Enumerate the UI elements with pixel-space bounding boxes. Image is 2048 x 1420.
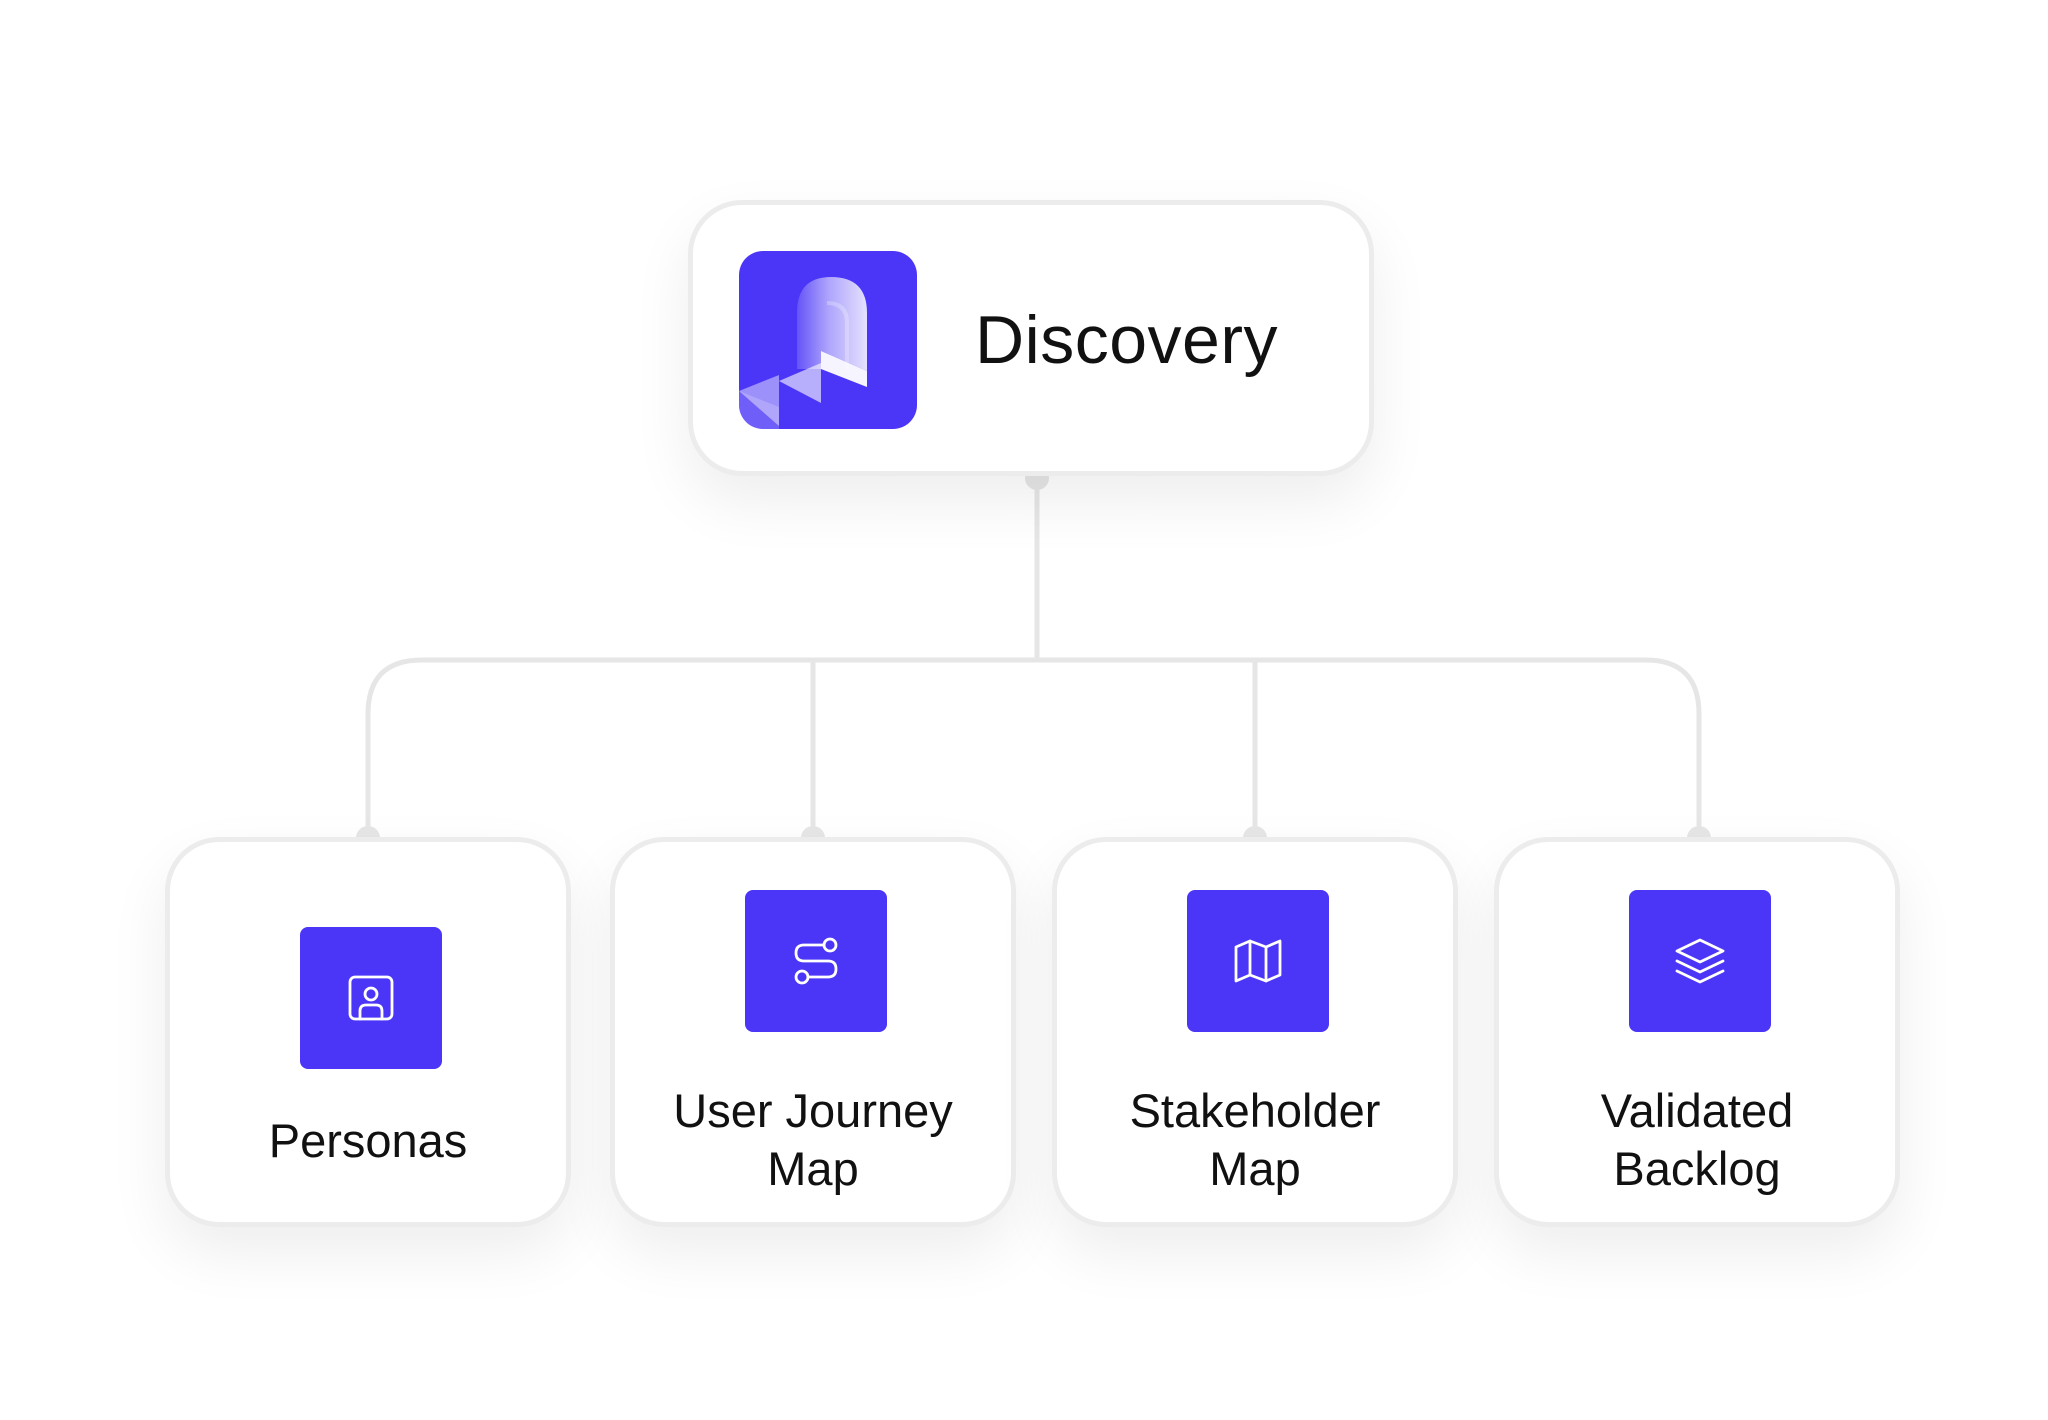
stakeholder-map-node[interactable]: Stakeholder Map xyxy=(1052,837,1458,1227)
discovery-node[interactable]: Discovery xyxy=(688,200,1374,476)
stakeholder-map-label: Stakeholder Map xyxy=(1129,1084,1381,1195)
layers-stack-icon xyxy=(1629,890,1771,1032)
route-path-icon xyxy=(745,890,887,1032)
portal-arch-logo-icon xyxy=(739,251,917,429)
branch-connector-personas xyxy=(365,657,1040,841)
validated-backlog-label: Validated Backlog xyxy=(1600,1084,1794,1195)
branch-connector-stakeholder-map xyxy=(1034,657,1258,841)
user-journey-map-node[interactable]: User Journey Map xyxy=(610,837,1016,1227)
personas-label: Personas xyxy=(268,1114,468,1167)
personas-node[interactable]: Personas xyxy=(165,837,571,1227)
branch-connector-validated-backlog xyxy=(1034,657,1702,841)
discovery-title: Discovery xyxy=(975,302,1278,378)
folded-map-icon xyxy=(1187,890,1329,1032)
persona-card-icon xyxy=(300,927,442,1069)
branch-connector-user-journey-map xyxy=(810,657,1040,841)
validated-backlog-node[interactable]: Validated Backlog xyxy=(1494,837,1900,1227)
user-journey-map-label: User Journey Map xyxy=(673,1084,953,1195)
